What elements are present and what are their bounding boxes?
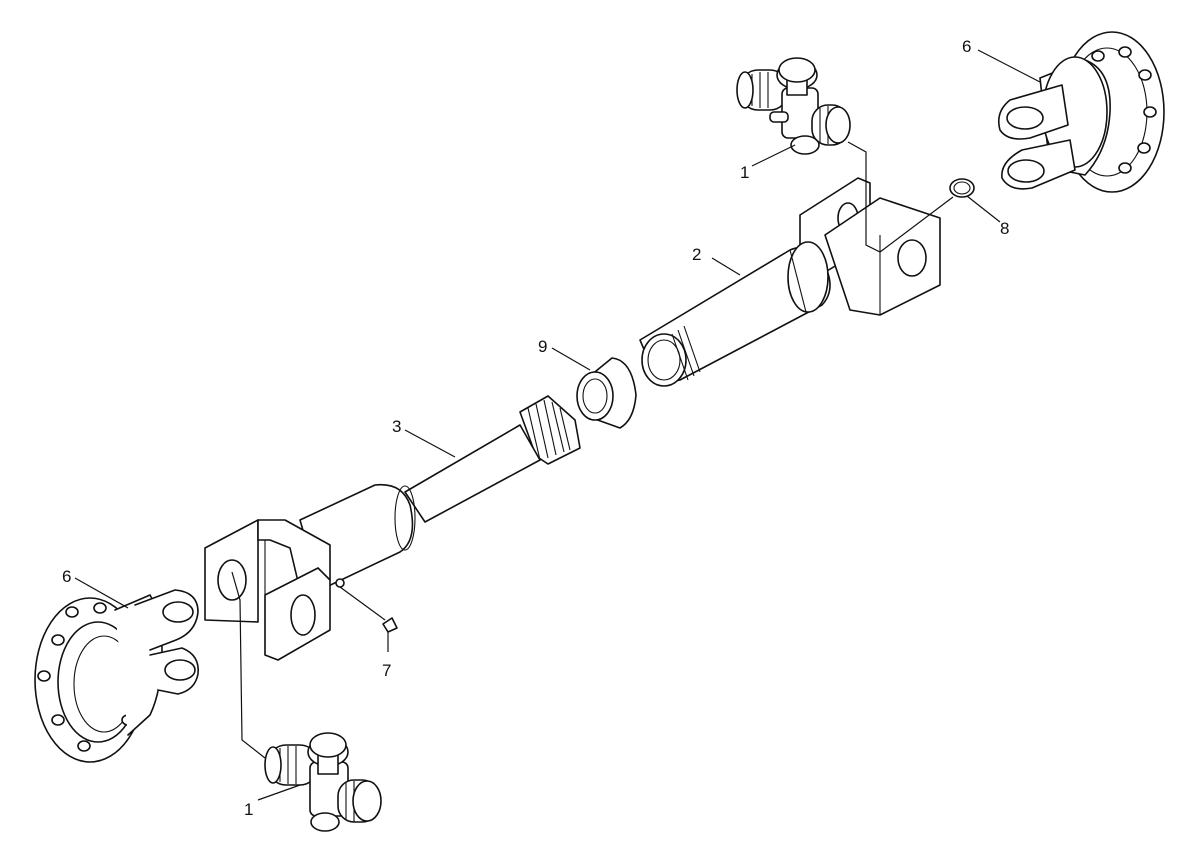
flange-yoke-bottom [34,589,199,763]
slip-yoke [204,519,331,661]
callout-8: 8 [1000,219,1009,238]
universal-joint-bottom [264,732,382,832]
snap-ring [949,178,975,198]
callout-7: 7 [382,661,391,680]
callout-1-bottom: 1 [244,800,253,819]
callout-2: 2 [692,245,701,264]
tube-yoke [639,177,941,387]
callout-leaders [74,49,1041,801]
grease-fitting [335,578,398,633]
assembly-lines [231,141,954,759]
callout-9: 9 [538,337,547,356]
callout-3: 3 [392,417,401,436]
dust-cap [576,357,637,429]
callout-6-top: 6 [962,37,971,56]
callout-1-top: 1 [740,163,749,182]
flange-yoke-top [997,31,1165,193]
callout-labels: 6 1 8 2 9 3 6 7 1 [62,37,1009,819]
callout-6-bottom: 6 [62,567,71,586]
splined-shaft [299,395,581,591]
universal-joint-top [736,57,851,155]
